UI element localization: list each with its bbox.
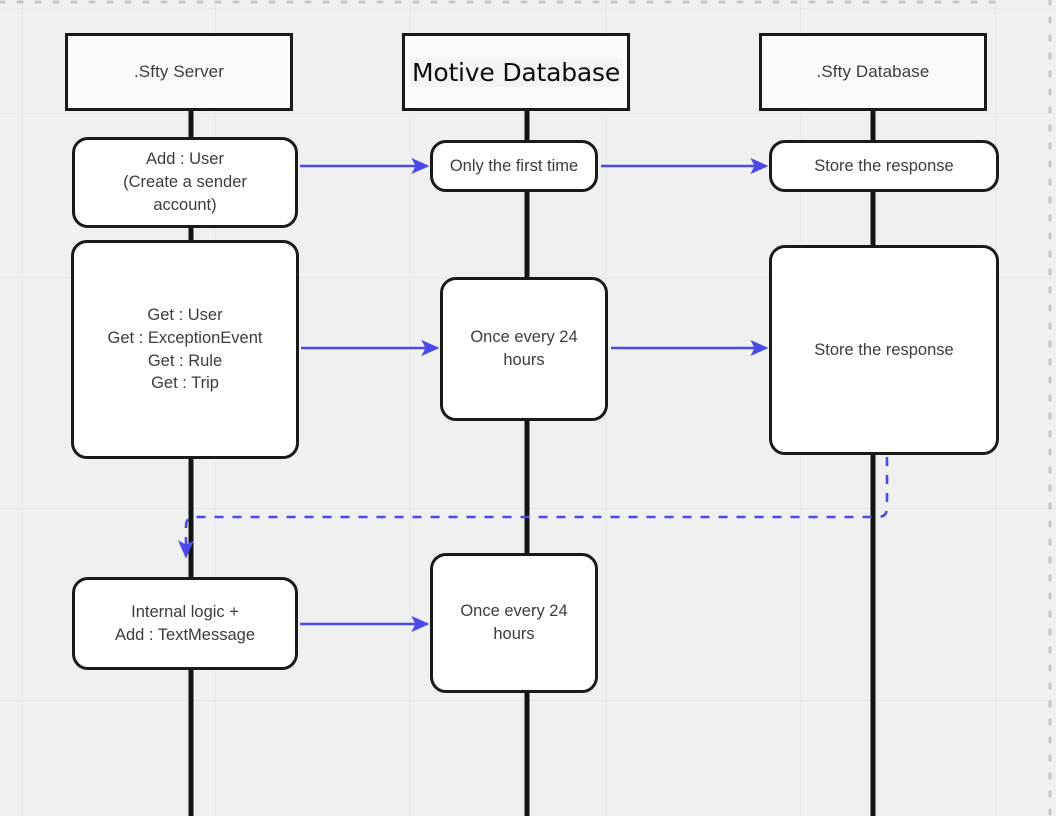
node-once-every-24-hours-1[interactable]: Once every 24 hours xyxy=(440,277,608,421)
lane-header-label: Motive Database xyxy=(408,57,624,87)
edge-store-response-to-internal-logic-dashed xyxy=(177,457,889,559)
node-label: Store the response xyxy=(814,156,954,175)
node-add-user[interactable]: Add : User (Create a sender account) xyxy=(72,137,298,228)
node-internal-logic[interactable]: Internal logic + Add : TextMessage xyxy=(72,577,298,670)
lane-header-label: .Sfty Server xyxy=(133,62,224,81)
node-store-the-response-1[interactable]: Store the response xyxy=(769,140,999,192)
lane-header-sfty-database[interactable]: .Sfty Database xyxy=(759,33,987,111)
node-label: Store the response xyxy=(814,340,954,359)
node-store-the-response-2[interactable]: Store the response xyxy=(769,245,999,455)
node-label: Get : User Get : ExceptionEvent Get : Ru… xyxy=(107,305,263,393)
node-get-requests[interactable]: Get : User Get : ExceptionEvent Get : Ru… xyxy=(71,240,299,459)
lane-header-sfty-server[interactable]: .Sfty Server xyxy=(65,33,293,111)
node-once-every-24-hours-2[interactable]: Once every 24 hours xyxy=(430,553,598,693)
lane-header-motive-database[interactable]: Motive Database xyxy=(402,33,630,111)
lane-header-label: .Sfty Database xyxy=(816,62,930,81)
node-label: Only the first time xyxy=(449,156,579,175)
node-label: Once every 24 hours xyxy=(460,602,568,643)
node-label: Once every 24 hours xyxy=(470,328,578,369)
node-label: Internal logic + Add : TextMessage xyxy=(114,602,256,644)
node-only-the-first-time[interactable]: Only the first time xyxy=(430,140,598,192)
node-label: Add : User (Create a sender account) xyxy=(123,150,247,214)
